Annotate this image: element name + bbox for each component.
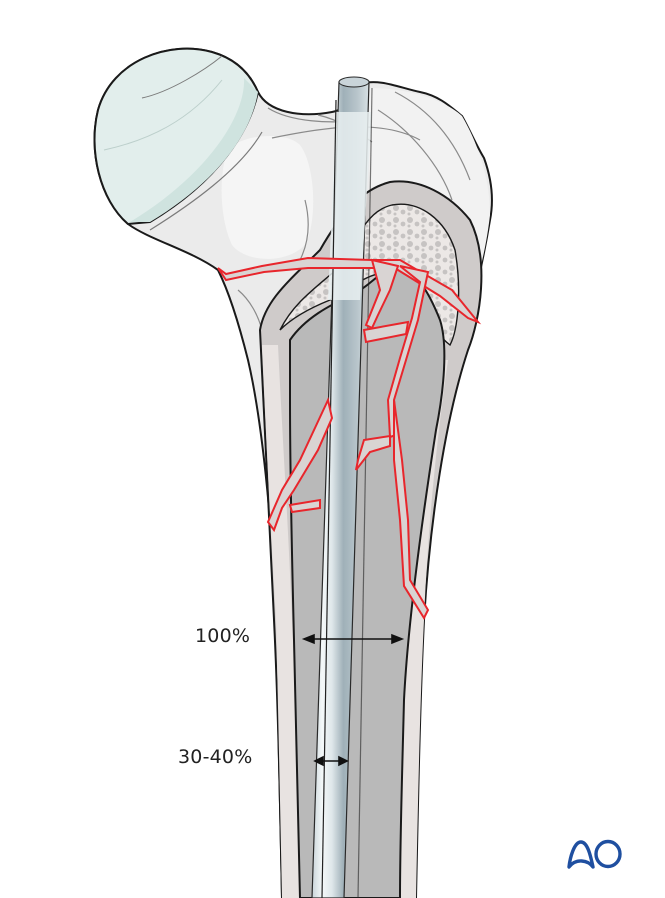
neck-highlight xyxy=(221,135,314,259)
measurement-arrows xyxy=(301,633,405,767)
intramedullary-nail xyxy=(311,76,373,898)
canal-width-label: 100% xyxy=(195,625,251,647)
femoral-head xyxy=(93,47,263,231)
ao-logo xyxy=(567,839,622,869)
nail-width-label: 30-40% xyxy=(178,746,253,768)
fracture-lines xyxy=(217,256,482,621)
